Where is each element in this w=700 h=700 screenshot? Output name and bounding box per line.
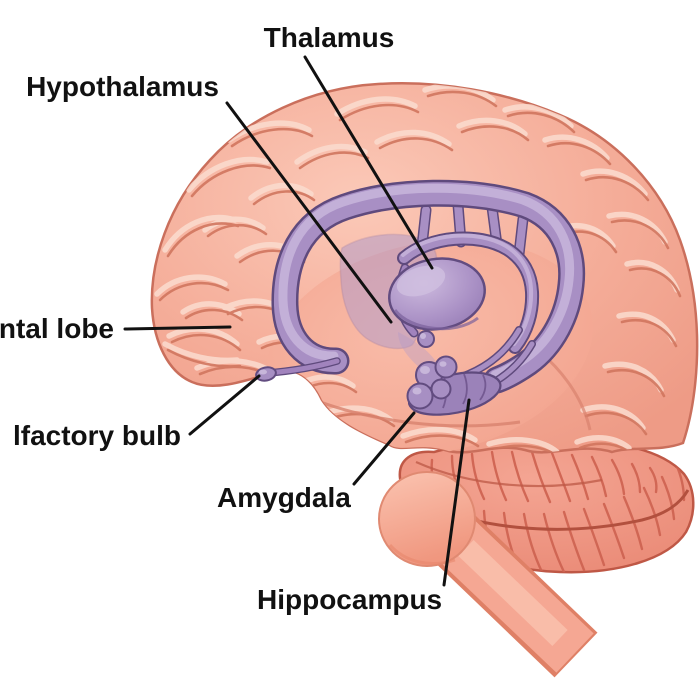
- leader-line-thalamus: [303, 55, 434, 270]
- thalamus-rim-shadow: [393, 309, 479, 331]
- limbic-system: [255, 188, 574, 416]
- leader-line-olfactory-bulb: [188, 374, 261, 436]
- thalamus-shape: [388, 257, 486, 331]
- olfactory-bulb-shape: [255, 357, 341, 382]
- thalamus-highlight: [396, 265, 446, 297]
- label-hypothalamus: Hypothalamus: [26, 71, 219, 102]
- pons: [378, 471, 476, 567]
- leader-line-frontal-lobe: [123, 325, 232, 331]
- lateral-sulcus-crease: [309, 396, 521, 428]
- brainstem-highlight: [458, 540, 568, 646]
- mammillary-body: [417, 330, 435, 348]
- leader-line-amygdala: [352, 411, 416, 486]
- amygdala-shape: [406, 355, 458, 410]
- label-thalamus: Thalamus: [264, 22, 395, 53]
- label-hippocampus: Hippocampus: [257, 584, 442, 615]
- label-amygdala: Amygdala: [217, 482, 351, 513]
- leader-lines: [123, 55, 471, 587]
- leader-line-hippocampus: [442, 398, 471, 587]
- pons-body: [378, 471, 476, 567]
- label-frontal-lobe: ntal lobe: [0, 313, 114, 344]
- label-olfactory-bulb: lfactory bulb: [13, 420, 181, 451]
- labels: Thalamus Hypothalamus ntal lobe lfactory…: [0, 22, 442, 615]
- leader-line-hypothalamus: [225, 101, 393, 324]
- cerebellum-fissure-upper: [415, 460, 603, 488]
- brainstem: [430, 513, 598, 678]
